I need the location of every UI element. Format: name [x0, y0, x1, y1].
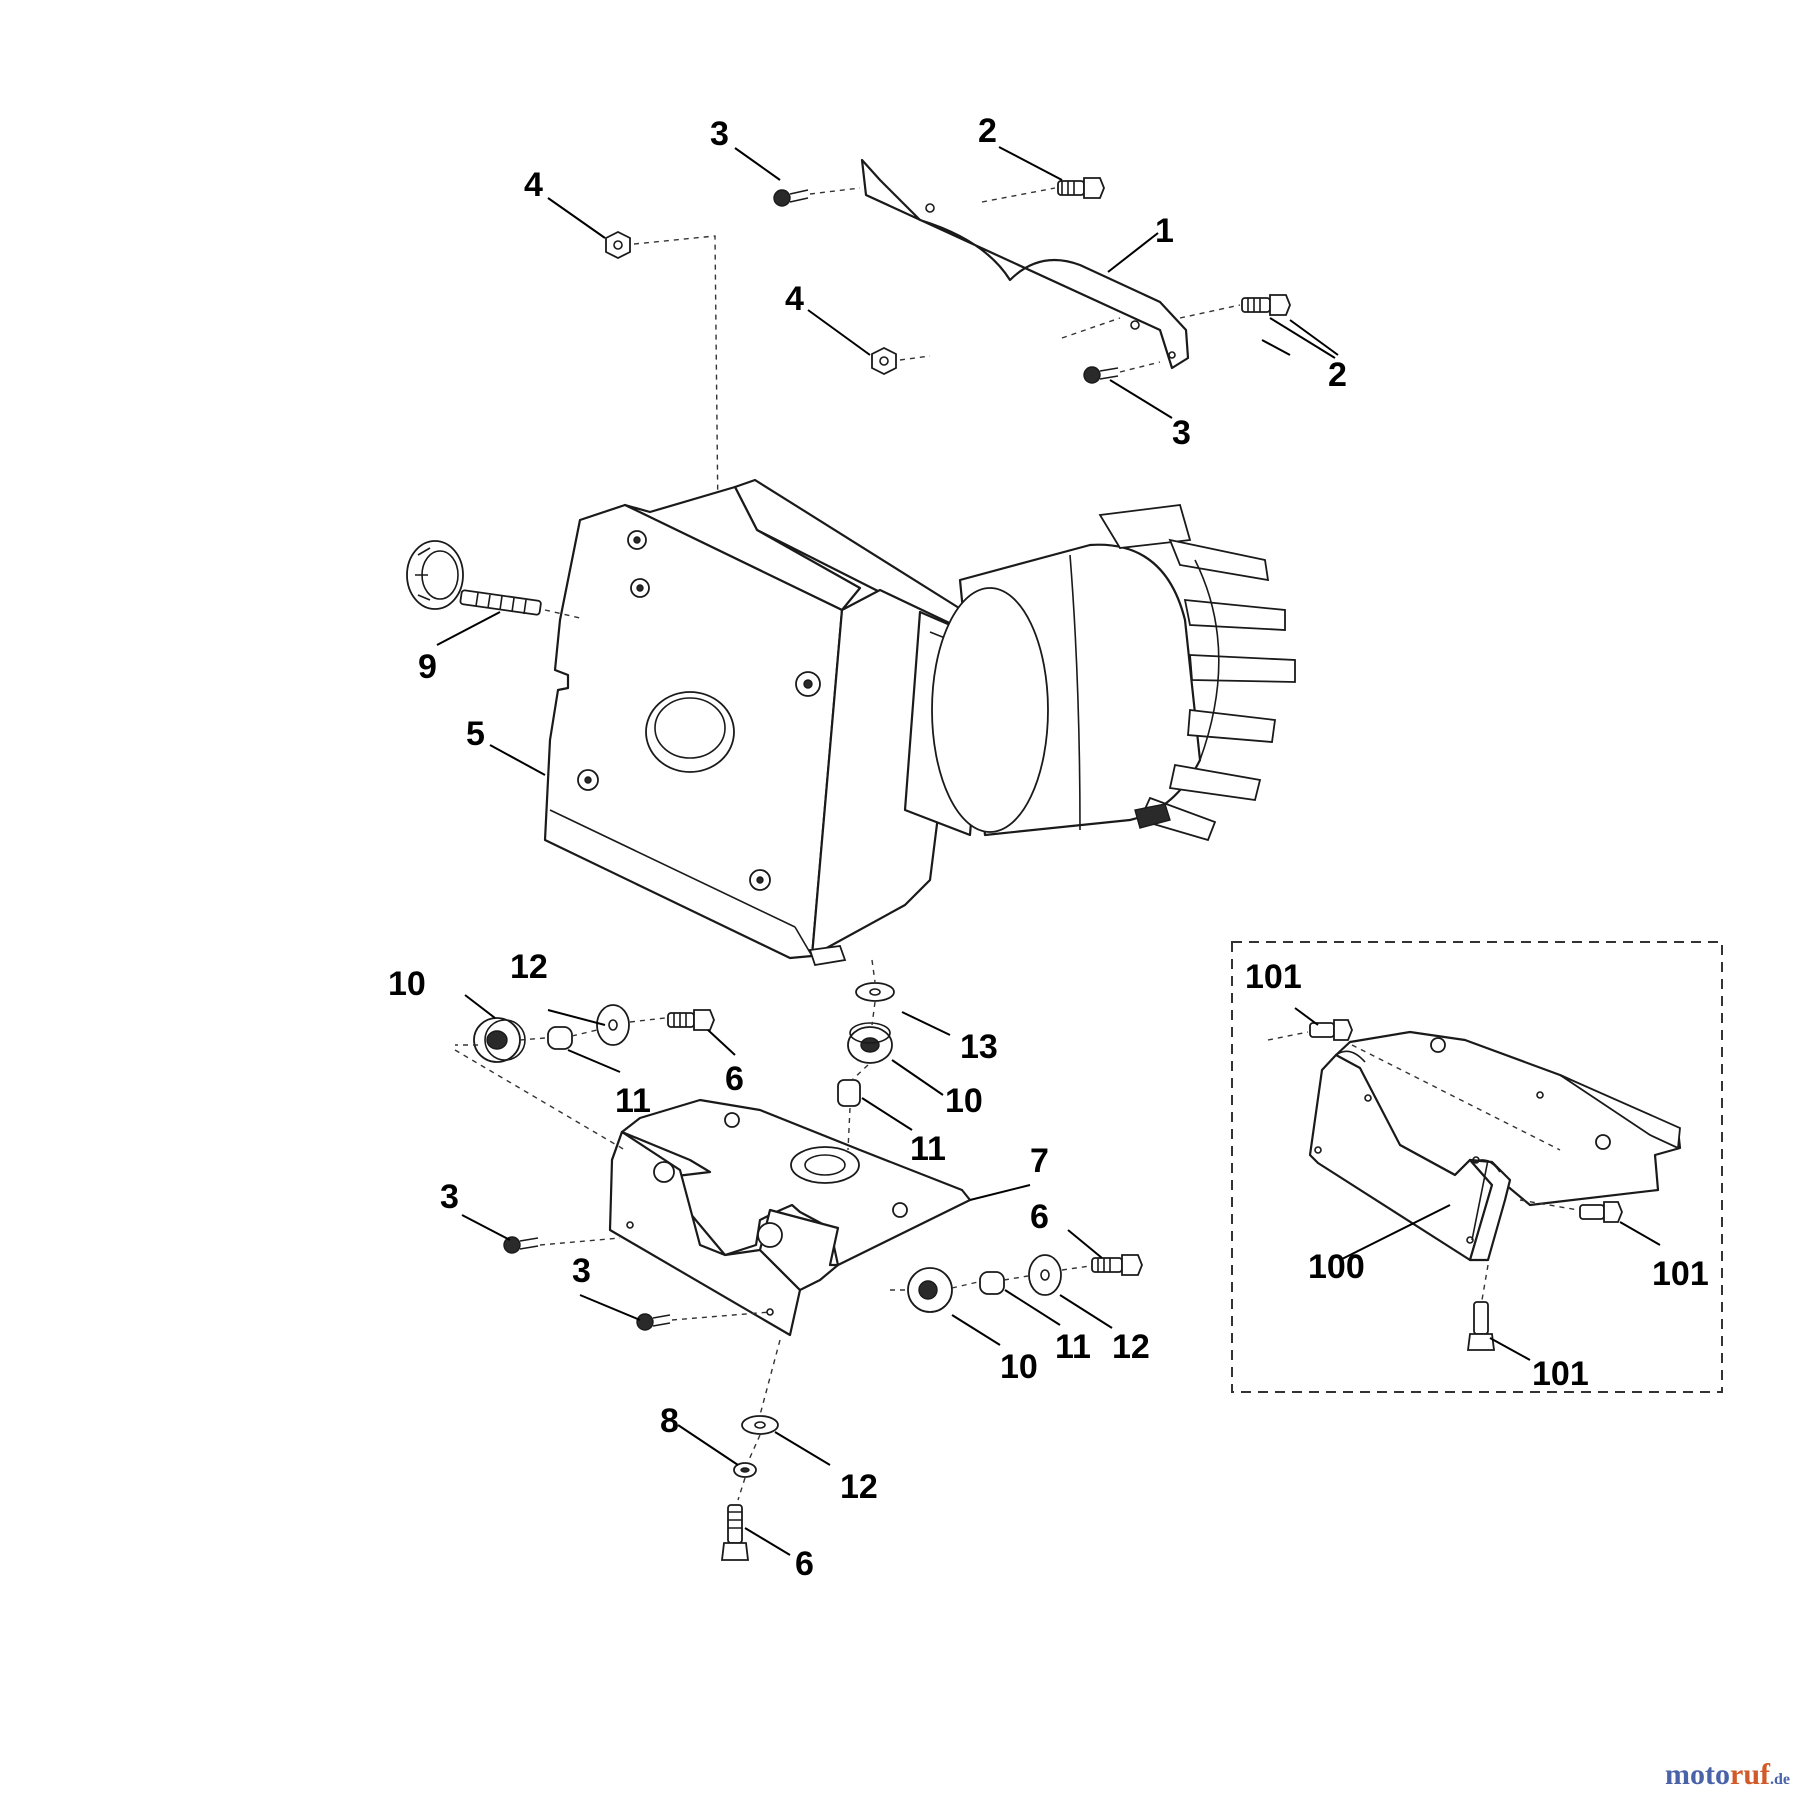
callout-6-right: 6 [1030, 1198, 1049, 1236]
callout-9: 9 [418, 648, 437, 686]
spacer-11-right [979, 1271, 1005, 1295]
motor-bracket [860, 158, 1190, 370]
bolt-6-right [1091, 1254, 1143, 1276]
electric-motor [931, 504, 1296, 842]
spacer-11-center [837, 1079, 861, 1107]
bolt-101-right [1579, 1201, 1623, 1223]
gearbox-housing [543, 478, 987, 967]
callout-10-right: 10 [1000, 1348, 1038, 1386]
callout-100: 100 [1308, 1248, 1365, 1286]
callout-1: 1 [1155, 212, 1174, 250]
callout-7: 7 [1030, 1142, 1049, 1180]
callout-12-left: 12 [510, 948, 548, 986]
callout-12-bottom: 12 [840, 1468, 878, 1506]
spacer-11-left [547, 1026, 573, 1050]
leader-lines [436, 146, 1661, 1556]
washer-12-right [1028, 1254, 1062, 1296]
callout-13: 13 [960, 1028, 998, 1066]
bolt-6-upper [667, 1009, 715, 1031]
callout-4-middle: 4 [785, 280, 804, 318]
callout-2-top: 2 [978, 112, 997, 150]
callout-6-bottom: 6 [795, 1545, 814, 1583]
washer-12-left [596, 1004, 630, 1046]
alternative-base-plate [1308, 1030, 1682, 1262]
washer-12-bottom [741, 1415, 779, 1435]
callout-labels: 1 2 2 3 3 3 3 4 4 5 6 6 6 7 8 9 10 10 10… [388, 112, 1709, 1583]
callout-10-center: 10 [945, 1082, 983, 1120]
lock-washer-8 [733, 1462, 757, 1478]
callout-3-right: 3 [1172, 414, 1191, 452]
motor-base-plate [608, 1098, 972, 1337]
callout-101-bottom: 101 [1532, 1355, 1589, 1393]
callout-11-center: 11 [910, 1130, 946, 1168]
alternative-parts-inset [1231, 941, 1723, 1393]
grommet-10-right [907, 1267, 953, 1313]
callout-3-lower-center: 3 [572, 1252, 591, 1290]
callout-101-top: 101 [1245, 958, 1302, 996]
adjustment-knob [406, 540, 542, 616]
callout-12-right: 12 [1112, 1328, 1150, 1366]
brand-part-3: .de [1770, 1771, 1790, 1788]
brand-part-2: ruf [1730, 1758, 1770, 1791]
callout-2-right: 2 [1328, 356, 1347, 394]
callout-3-lower-left: 3 [440, 1178, 459, 1216]
callout-8: 8 [660, 1402, 679, 1440]
brand-logo: motoruf.de [1665, 1758, 1790, 1792]
bolt-2-top [1057, 177, 1105, 199]
bolt-101-top [1309, 1019, 1353, 1041]
screw-3-top [773, 189, 809, 207]
callout-4-top: 4 [524, 166, 543, 204]
callout-11-left: 11 [615, 1082, 651, 1120]
screw-3-right [1083, 366, 1119, 384]
bolt-101-bottom [1466, 1301, 1496, 1351]
callout-101-right: 101 [1652, 1255, 1709, 1293]
callout-3-top: 3 [710, 115, 729, 153]
nut-4-top [605, 230, 631, 260]
grommet-10-left [473, 1017, 526, 1063]
bolt-6-bottom [720, 1504, 750, 1561]
bolt-2-right [1241, 294, 1291, 316]
callout-6-upper: 6 [725, 1060, 744, 1098]
callout-10-left: 10 [388, 965, 426, 1003]
washer-13 [855, 982, 895, 1002]
brand-part-1: moto [1665, 1758, 1730, 1791]
screw-3-lower-left [503, 1236, 539, 1254]
screw-3-lower-center [636, 1313, 671, 1331]
grommet-10-center [847, 1022, 893, 1064]
callout-5: 5 [466, 715, 485, 753]
callout-11-right: 11 [1055, 1328, 1091, 1366]
nut-4-middle [871, 346, 897, 376]
